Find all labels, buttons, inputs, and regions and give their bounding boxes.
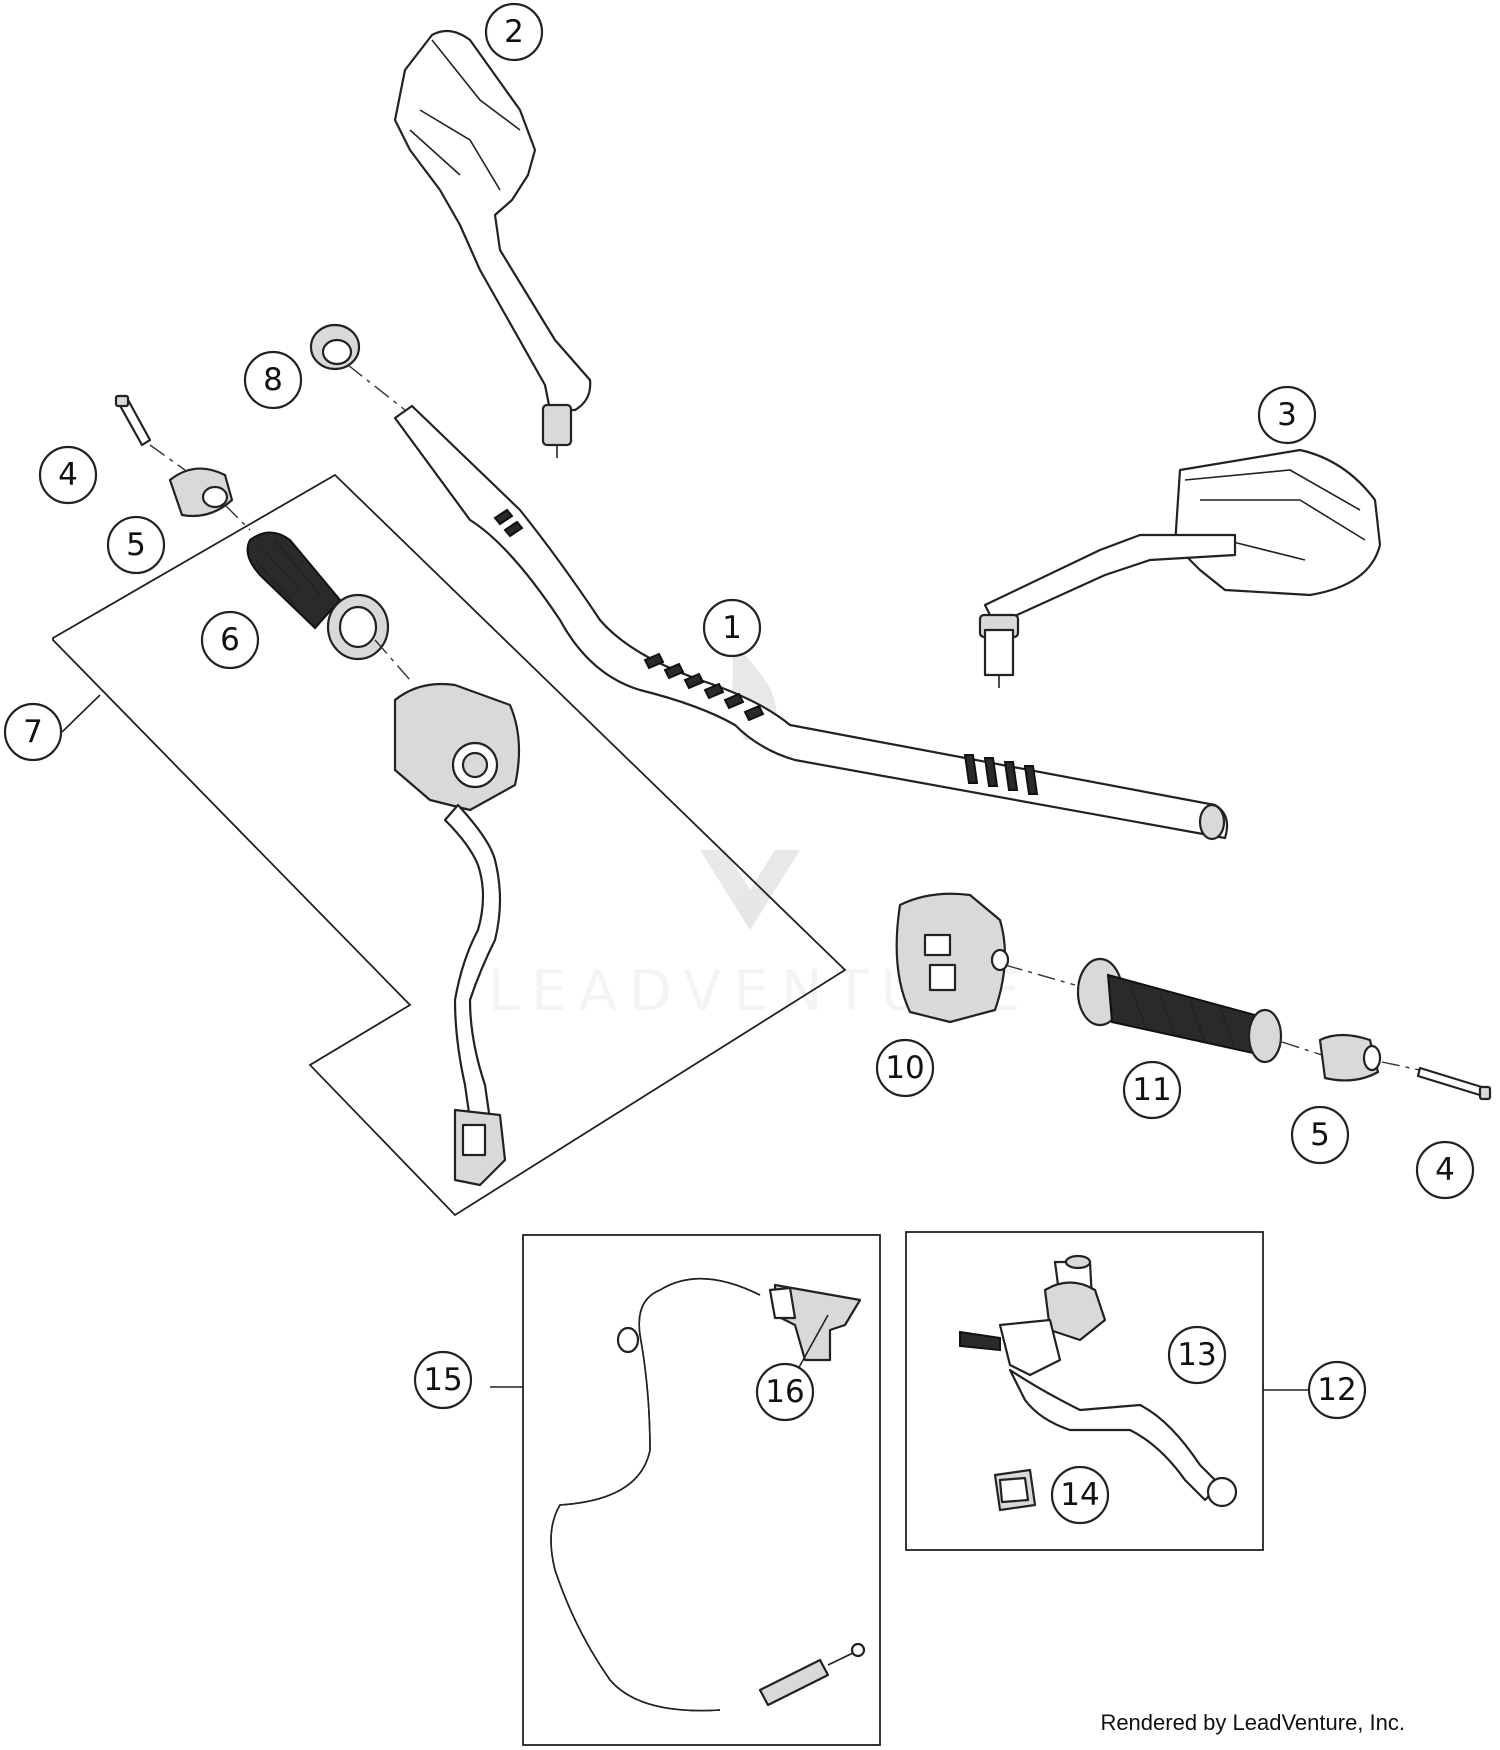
axis-line-6 (374, 639, 411, 681)
bar-end-weight-right (1318, 1033, 1382, 1082)
bar-end-cap (309, 323, 361, 371)
assembly-12-box (905, 1231, 1264, 1551)
svg-text:8: 8 (263, 362, 283, 398)
clutch-cable (550, 1277, 866, 1712)
callout-7: 7 (3, 702, 63, 762)
bar-end-weight-left (168, 467, 234, 518)
svg-text:7: 7 (23, 714, 43, 750)
axis-line-5a (224, 504, 251, 531)
callout-15: 15 (413, 1350, 473, 1410)
callout-10: 10 (875, 1038, 935, 1098)
svg-text:4: 4 (58, 457, 78, 493)
assembly-7-outline (52, 473, 847, 1217)
callout-4-right: 4 (1415, 1140, 1475, 1200)
axis-line-4a (149, 444, 186, 471)
callout-4-left: 4 (38, 445, 98, 505)
assembly-15-box (522, 1234, 881, 1746)
svg-text:10: 10 (885, 1050, 924, 1086)
callout-5-left: 5 (106, 515, 166, 575)
left-mirror (393, 29, 592, 458)
callout-16: 16 (755, 1362, 815, 1422)
svg-text:15: 15 (423, 1362, 462, 1398)
svg-text:11: 11 (1132, 1072, 1171, 1108)
handlebar-stripes (493, 508, 1039, 795)
callout-6: 6 (200, 610, 260, 670)
render-credit: Rendered by LeadVenture, Inc. (1100, 1710, 1405, 1735)
bar-end-screw-right (1416, 1066, 1492, 1101)
callout-11: 11 (1122, 1060, 1182, 1120)
callout-3: 3 (1257, 385, 1317, 445)
right-switch-housing (895, 892, 1010, 1024)
axis-line-11 (1281, 1041, 1323, 1056)
svg-text:13: 13 (1177, 1337, 1216, 1373)
callout-13: 13 (1167, 1325, 1227, 1385)
callout-14: 14 (1050, 1465, 1110, 1525)
svg-text:3: 3 (1277, 397, 1297, 433)
callout-5-right: 5 (1290, 1105, 1350, 1165)
clutch-lever-assembly (959, 1254, 1238, 1512)
handlebar (393, 404, 1229, 841)
bar-end-screw-left (114, 394, 152, 447)
right-mirror (978, 448, 1382, 688)
callout-12: 12 (1307, 1360, 1367, 1420)
svg-text:12: 12 (1317, 1372, 1356, 1408)
svg-text:1: 1 (722, 610, 742, 646)
svg-text:14: 14 (1060, 1477, 1099, 1513)
axis-line-8 (347, 364, 406, 411)
right-grip (1076, 957, 1283, 1064)
svg-text:2: 2 (504, 14, 524, 50)
callout-2: 2 (484, 2, 544, 62)
axis-line-10 (1004, 964, 1076, 986)
svg-text:5: 5 (126, 527, 146, 563)
svg-text:16: 16 (765, 1374, 804, 1410)
axis-line-5b (1381, 1061, 1421, 1071)
svg-text:5: 5 (1310, 1117, 1330, 1153)
left-grip (246, 531, 390, 661)
svg-text:6: 6 (220, 622, 240, 658)
svg-text:4: 4 (1435, 1152, 1455, 1188)
callout-8: 8 (243, 350, 303, 410)
callout-1: 1 (702, 598, 762, 658)
left-switch-housing (393, 682, 521, 1187)
